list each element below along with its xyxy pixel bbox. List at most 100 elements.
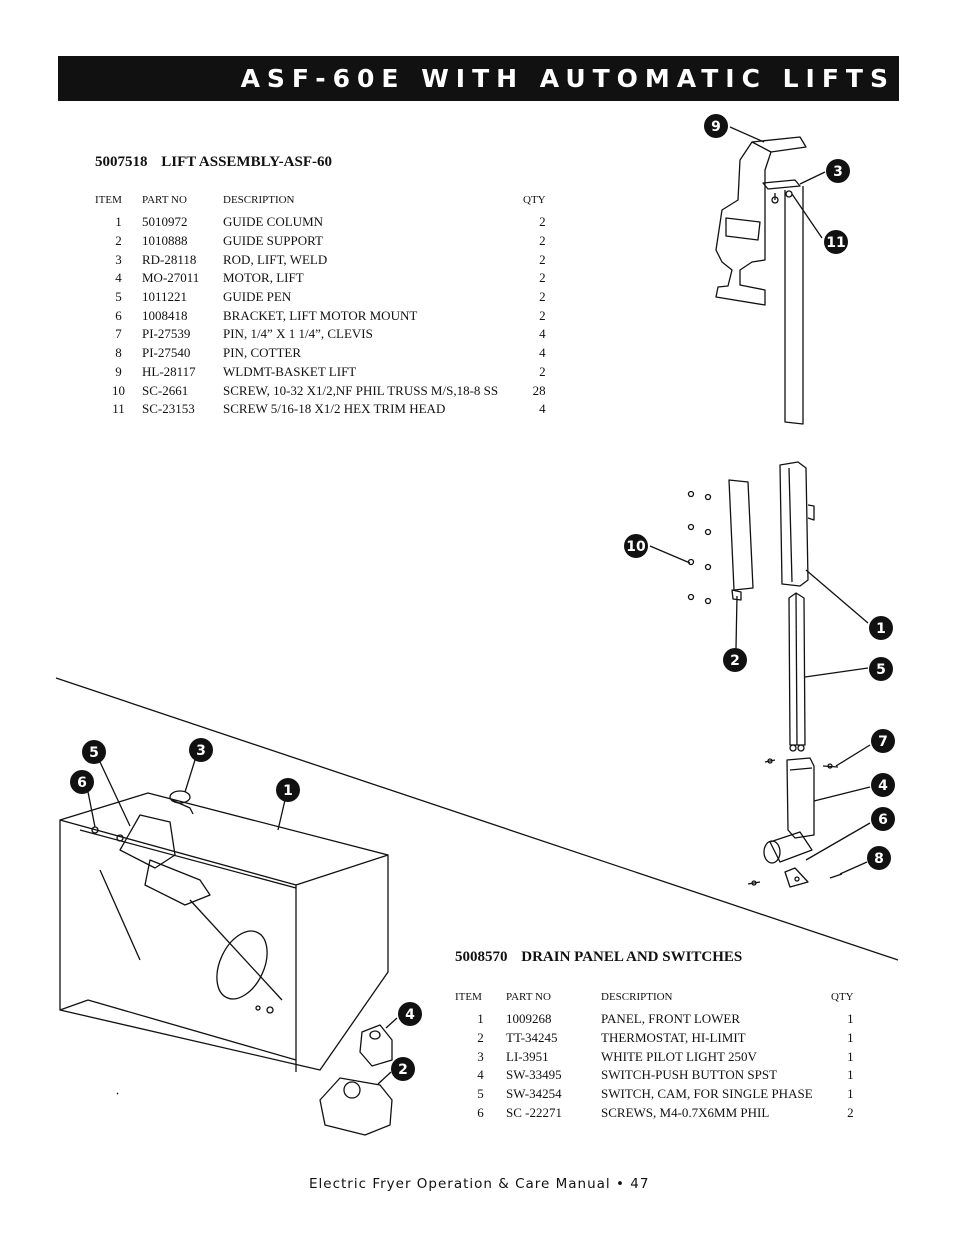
- part-no-cell: 1010888: [142, 233, 188, 249]
- qty-cell: 2: [539, 270, 546, 286]
- item-cell: 5: [477, 1086, 484, 1102]
- qty-cell: 2: [539, 363, 546, 379]
- callout-number: 2: [730, 653, 740, 669]
- callout-badge: [704, 114, 728, 138]
- drain-panel-title: DRAIN PANEL AND SWITCHES: [521, 949, 743, 965]
- column-header-item: ITEM: [455, 991, 482, 1003]
- lift-assembly-part-number: 5007518: [95, 154, 148, 170]
- callout-badge: [826, 159, 850, 183]
- qty-cell: 2: [539, 307, 546, 323]
- callout-number: 1: [876, 621, 886, 637]
- description-cell: BRACKET, LIFT MOTOR MOUNT: [223, 307, 418, 323]
- callout-number: 5: [876, 662, 886, 678]
- callout-badge: [871, 807, 895, 831]
- callout-badge: [189, 738, 213, 762]
- item-cell: 2: [115, 233, 122, 249]
- qty-cell: 28: [532, 382, 546, 398]
- part-no-cell: LI-3951: [506, 1048, 549, 1064]
- qty-cell: 4: [539, 326, 546, 342]
- item-cell: 1: [477, 1011, 484, 1027]
- description-cell: WHITE PILOT LIGHT 250V: [601, 1048, 757, 1064]
- callout-badge: [871, 729, 895, 753]
- description-cell: WLDMT-BASKET LIFT: [223, 363, 357, 379]
- table-header-row: ITEM PART NO DESCRIPTION QTY: [95, 193, 546, 213]
- qty-cell: 2: [539, 233, 546, 249]
- description-cell: SCREWS, M4-0.7X6MM PHIL: [601, 1104, 770, 1120]
- basket-lift-drawing: [715, 136, 807, 306]
- description-cell: GUIDE PEN: [223, 289, 292, 305]
- qty-cell: 2: [539, 251, 546, 267]
- qty-cell: 4: [539, 345, 546, 361]
- table-row: 6 1008418 BRACKET, LIFT MOTOR MOUNT 2: [95, 306, 546, 325]
- part-no-cell: SC -22271: [506, 1104, 562, 1120]
- item-cell: 9: [115, 363, 122, 379]
- item-cell: 5: [115, 289, 122, 305]
- callout-number: 11: [826, 235, 845, 251]
- callout-badge: [824, 230, 848, 254]
- qty-cell: 4: [539, 401, 546, 417]
- guide-column-drawing: [779, 461, 815, 587]
- part-no-cell: SW-34254: [506, 1086, 562, 1102]
- page-title: ASF-60E WITH AUTOMATIC LIFTS: [240, 64, 895, 93]
- item-cell: 6: [115, 307, 122, 323]
- leader-lines: [87, 126, 871, 1085]
- description-cell: SCREW 5/16-18 X1/2 HEX TRIM HEAD: [223, 401, 446, 417]
- callout-number: 8: [874, 851, 884, 867]
- description-cell: PANEL, FRONT LOWER: [601, 1011, 741, 1027]
- item-cell: 4: [477, 1067, 484, 1083]
- callout-badge: [869, 657, 893, 681]
- lift-motor-drawing: [763, 757, 815, 888]
- table-header-row: ITEM PART NO DESCRIPTION QTY: [455, 990, 854, 1010]
- lift-rod-drawing: [762, 179, 804, 425]
- column-header-description: DESCRIPTION: [601, 991, 673, 1003]
- part-no-cell: 1008418: [142, 307, 188, 323]
- callout-number: 9: [711, 119, 721, 135]
- callout-badge: [70, 770, 94, 794]
- part-no-cell: TT-34245: [506, 1030, 558, 1046]
- description-cell: PIN, COTTER: [223, 345, 301, 361]
- description-cell: SWITCH-PUSH BUTTON SPST: [601, 1067, 778, 1083]
- callout-badge: [869, 616, 893, 640]
- description-cell: MOTOR, LIFT: [223, 270, 304, 286]
- callout-number: 3: [196, 743, 206, 759]
- item-cell: 3: [115, 251, 122, 267]
- drain-panel-parts-table: ITEM PART NO DESCRIPTION QTY 1 1009268 PAN…: [455, 990, 854, 1122]
- lift-assembly-title: LIFT ASSEMBLY-ASF-60: [161, 154, 333, 170]
- part-no-cell: 1011221: [142, 289, 188, 305]
- item-cell: 7: [115, 326, 122, 342]
- column-header-part-no: PART NO: [506, 991, 551, 1003]
- drain-panel-heading: 5008570 DRAIN PANEL AND SWITCHES: [455, 949, 742, 966]
- part-no-cell: 5010972: [142, 214, 188, 230]
- guide-pen-drawing: [788, 592, 806, 752]
- qty-cell: 2: [847, 1104, 854, 1120]
- description-cell: GUIDE SUPPORT: [223, 233, 323, 249]
- part-no-cell: HL-28117: [142, 363, 196, 379]
- thermostat-drawing: [319, 1077, 393, 1136]
- drain-panel-drawing: [59, 792, 389, 1072]
- table-row: 2 1010888 GUIDE SUPPORT 2: [95, 232, 546, 251]
- part-no-cell: SC-2661: [142, 382, 189, 398]
- callout-number: 6: [878, 812, 888, 828]
- callout-number: 4: [405, 1007, 415, 1023]
- description-cell: SWITCH, CAM, FOR SINGLE PHASE: [601, 1086, 813, 1102]
- guide-support-drawing: [728, 479, 754, 601]
- item-cell: 1: [115, 214, 122, 230]
- page-footer: Electric Fryer Operation & Care Manual •…: [309, 1176, 650, 1192]
- part-no-cell: 1009268: [506, 1011, 552, 1027]
- callout-number: 6: [77, 775, 87, 791]
- column-header-qty: QTY: [523, 194, 546, 206]
- item-cell: 2: [477, 1030, 484, 1046]
- lift-assembly-heading: 5007518 LIFT ASSEMBLY-ASF-60: [95, 154, 332, 171]
- callout-number: 4: [878, 778, 888, 794]
